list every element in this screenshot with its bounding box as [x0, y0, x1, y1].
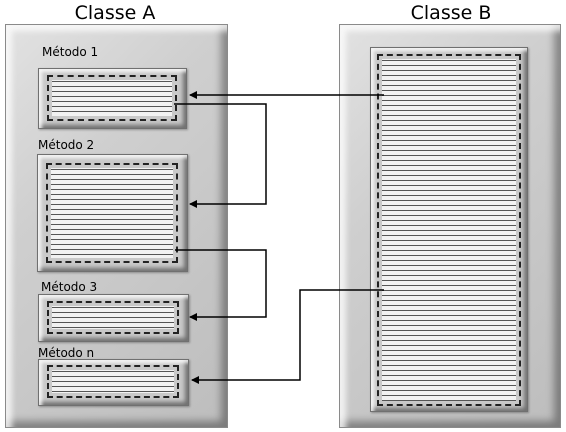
- method-3-box: [38, 294, 189, 342]
- method-1-label: Método 1: [42, 45, 99, 59]
- method-n-label: Método n: [38, 346, 95, 360]
- method-1-code-lines: [47, 75, 177, 121]
- method-2-box: [37, 154, 188, 272]
- method-3-label: Método 3: [41, 280, 98, 294]
- method-2-label: Método 2: [38, 138, 95, 152]
- class-b-panel: [339, 24, 561, 428]
- arrow-method-1-to-method-2: [174, 103, 267, 208]
- arrow-method-2-to-method-3: [175, 249, 267, 321]
- method-1-box: [38, 68, 187, 129]
- method-n-code-lines: [47, 365, 179, 398]
- arrow-class-b-to-method-n: [191, 289, 384, 384]
- class-b-inner-box: [370, 47, 528, 412]
- method-n-box: [38, 359, 189, 406]
- class-b-code-lines: [377, 54, 521, 406]
- class-a-title: Classe A: [74, 2, 156, 24]
- method-3-code-lines: [47, 301, 179, 334]
- method-2-code-lines: [46, 163, 178, 263]
- class-b-title: Classe B: [410, 2, 492, 24]
